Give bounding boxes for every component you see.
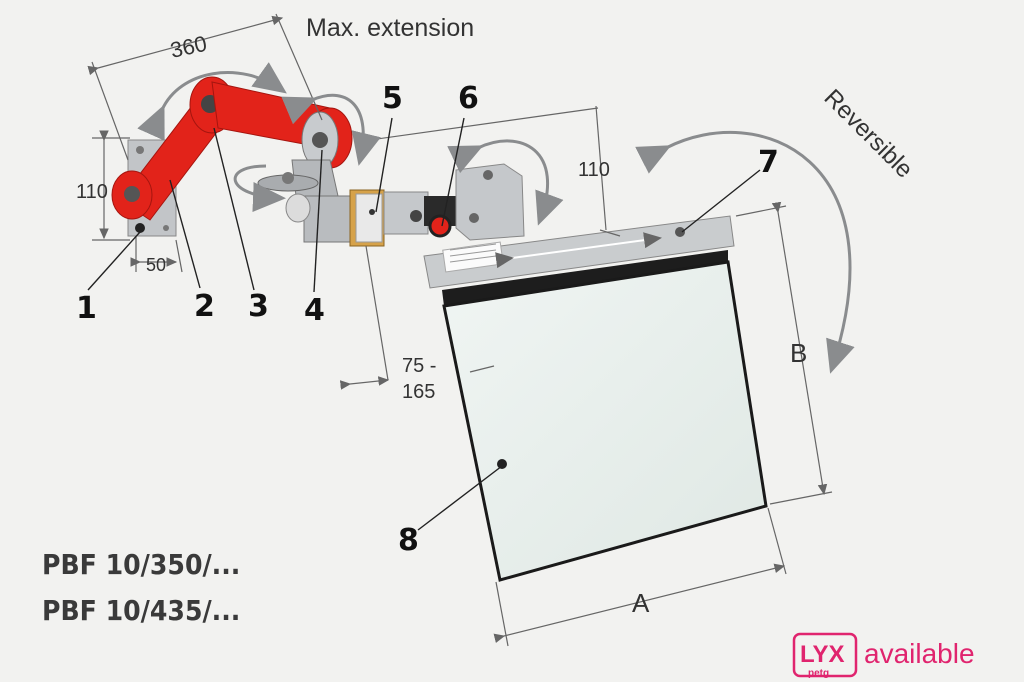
callout-1: 1 [76, 291, 97, 326]
dim-165-label: 165 [402, 381, 435, 403]
dim-360-label: 360 [168, 31, 209, 63]
model-name-2: PBF 10/435/... [42, 594, 240, 627]
callout-5: 5 [382, 81, 403, 116]
reversible-label: Reversible [819, 84, 918, 183]
rotation-arrows [137, 62, 855, 374]
callout-2: 2 [194, 289, 215, 324]
dim-110-left-label: 110 [76, 181, 108, 203]
callout-7: 7 [758, 145, 779, 180]
available-label: available [864, 638, 975, 669]
safety-switch [349, 189, 429, 247]
callout-leaders [87, 117, 761, 531]
lyx-logo-frame [792, 632, 858, 678]
model-name-1: PBF 10/350/... [42, 548, 240, 581]
dim-b-label: B [790, 338, 807, 368]
lyx-logo-text: LYX [800, 641, 844, 668]
callout-3: 3 [248, 289, 269, 324]
dim-50-label: 50 [146, 255, 166, 275]
lyx-petg-badge: LYX petg available [792, 632, 975, 679]
petg-logo-text: petg [808, 668, 829, 679]
dim-75-label: 75 - [402, 355, 436, 377]
dim-a-label: A [632, 588, 650, 618]
callout-8: 8 [398, 523, 419, 558]
callout-6: 6 [458, 81, 479, 116]
max-extension-label: Max. extension [306, 14, 474, 42]
shield-panel [442, 260, 768, 582]
dim-110-top-label: 110 [578, 159, 610, 181]
callout-4: 4 [304, 293, 325, 328]
